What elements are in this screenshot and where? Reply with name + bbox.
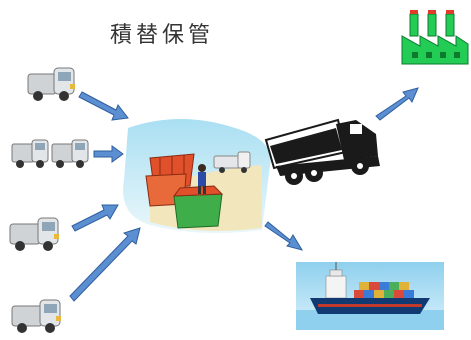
outbound-arrows <box>264 87 419 251</box>
arrow-inbound-3 <box>71 204 119 232</box>
ship-containers <box>354 282 414 298</box>
light-truck-icon <box>9 217 59 251</box>
yard-truck-icon <box>213 151 251 173</box>
light-truck-pair-icon <box>11 139 89 168</box>
dump-truck-icon <box>264 118 380 185</box>
arrow-inbound-4 <box>69 227 141 302</box>
factory-icon <box>401 10 469 65</box>
worker-figure <box>198 164 206 194</box>
light-truck-icon <box>27 67 75 101</box>
inbound-arrows <box>69 91 141 302</box>
diagram-title: 積替保管 <box>110 23 215 48</box>
arrow-to-ship <box>264 221 304 251</box>
arrow-inbound-1 <box>78 91 129 121</box>
storage-yard-icon <box>123 119 271 234</box>
arrow-to-factory <box>375 87 419 121</box>
light-truck-icon <box>11 299 61 333</box>
cargo-ship-icon <box>296 262 444 330</box>
arrow-inbound-2 <box>93 145 124 163</box>
